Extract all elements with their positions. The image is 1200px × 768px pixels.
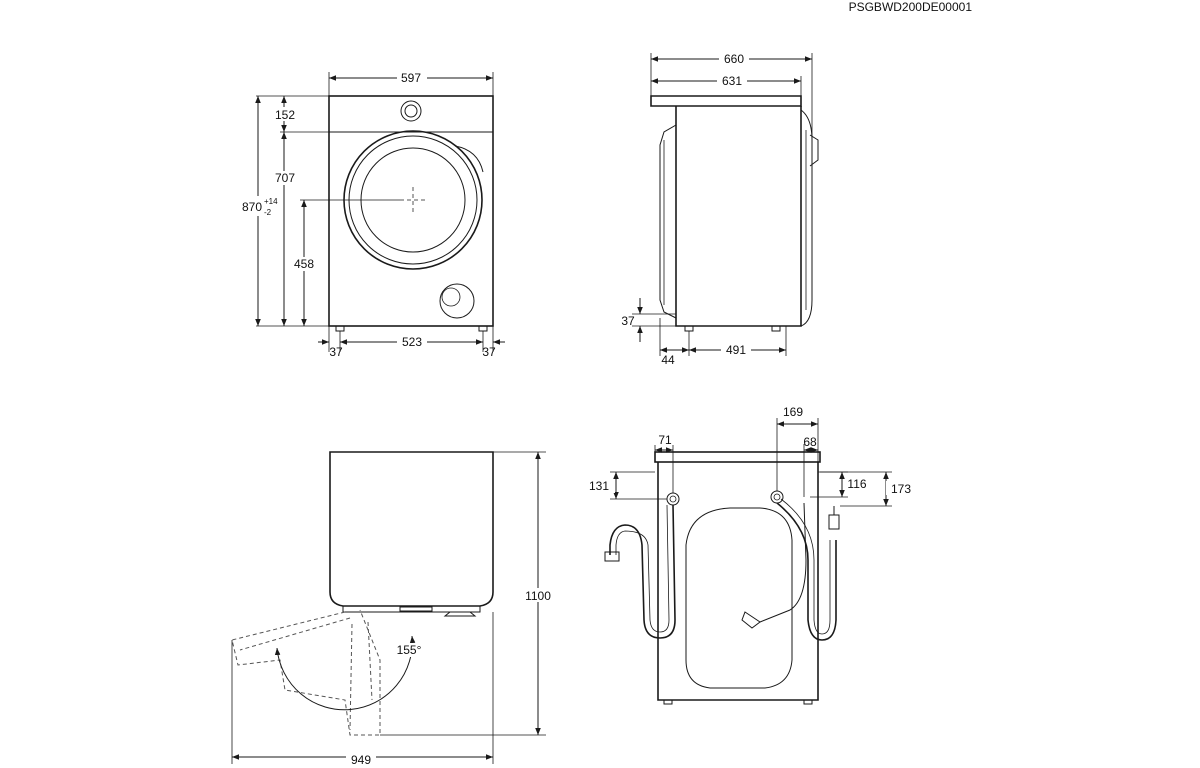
front-height-tol-plus: +14 [264, 197, 278, 206]
drain-hose [776, 502, 837, 641]
drain-hose-end [828, 514, 840, 530]
rear-body [657, 462, 819, 701]
front-foot-spacing-label: 523 [402, 335, 422, 349]
swing-height-label: 1100 [525, 589, 551, 603]
inlet-valve [666, 492, 680, 506]
front-foot-left-label: 37 [329, 345, 343, 359]
rear-top-panel [654, 451, 821, 463]
rear-outlet-right-label: 68 [803, 435, 817, 449]
rear-foot-right [803, 699, 813, 705]
swing-cabinet [329, 451, 494, 607]
filter-cap [439, 283, 475, 319]
side-foot-right [771, 325, 781, 332]
rear-outlet-spacing-label: 169 [783, 405, 803, 419]
side-foot-height-label: 37 [621, 314, 635, 328]
rear-cable-height-label: 173 [891, 482, 911, 496]
side-foot-spacing-label: 491 [726, 343, 746, 357]
document-code: PSGBWD200DE00001 [849, 0, 973, 14]
front-door-center-label: 458 [294, 257, 314, 271]
side-depth-total-label: 660 [724, 52, 744, 66]
front-height-tol-minus: -2 [264, 208, 272, 217]
door-angle-label: 155° [397, 643, 422, 657]
program-knob [400, 100, 422, 122]
rear-inlet-offset-label: 71 [658, 433, 672, 447]
rear-outlet-height-label: 116 [847, 477, 866, 491]
side-depth-top-label: 631 [722, 74, 742, 88]
rear-view: 71 131 169 68 116 173 [585, 405, 916, 705]
rear-foot-left [663, 699, 673, 705]
swing-open-door [231, 609, 381, 736]
front-height-label: 870 [242, 200, 262, 214]
side-body [675, 106, 802, 327]
swing-arc [274, 635, 416, 711]
rear-service-panel [685, 507, 793, 689]
front-cabinet [328, 95, 494, 327]
power-cable [759, 502, 807, 623]
door-swing-view: 155° 1100 949 [231, 451, 554, 767]
rear-inlet-height-label: 131 [589, 479, 609, 493]
front-door-top-label: 707 [275, 171, 295, 185]
side-view: 660 631 37 44 491 [621, 51, 819, 367]
inlet-hose-fitting [604, 551, 620, 562]
inlet-hose [609, 504, 676, 639]
drain-connector [770, 490, 784, 504]
front-view: 597 870 +14 -2 152 707 458 37 52 [236, 70, 505, 359]
swing-depth-label: 949 [351, 753, 371, 767]
side-top-panel [650, 95, 802, 107]
front-width-label: 597 [401, 71, 421, 85]
front-top-panel-label: 152 [275, 108, 295, 122]
side-foot-front-label: 44 [661, 353, 675, 367]
front-foot-right-label: 37 [482, 345, 496, 359]
